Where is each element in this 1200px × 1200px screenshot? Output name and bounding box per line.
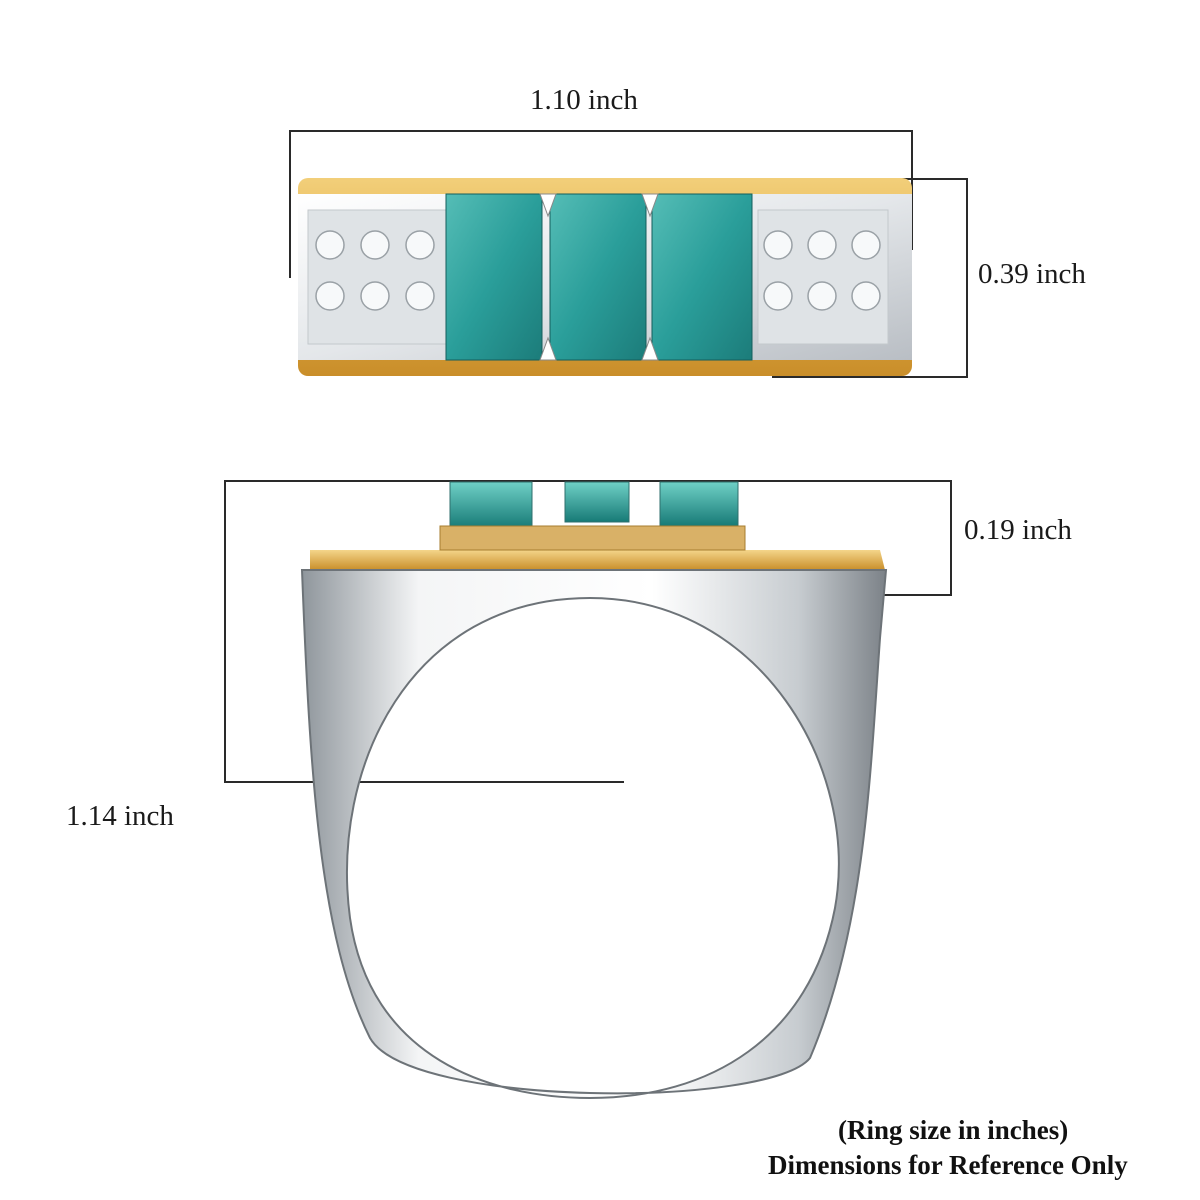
ring-top-view (298, 178, 912, 376)
gem-center (549, 193, 647, 361)
gem-right (651, 193, 753, 361)
side-gem-left (449, 481, 533, 529)
ring-bracket-bottom (224, 781, 624, 783)
side-gem-right (659, 481, 739, 527)
side-height-dimension-label: 0.19 inch (964, 514, 1072, 546)
ring-size-note: (Ring size in inches) (838, 1115, 1069, 1145)
height-bracket-right (966, 178, 968, 378)
side-bracket-bottom (880, 594, 952, 596)
side-bracket-right (950, 480, 952, 596)
pave-panel-left (307, 209, 447, 345)
ring-side-view (300, 481, 888, 1100)
left-pave-stones (315, 230, 435, 311)
ring-shank (300, 569, 888, 1100)
right-pave-stones (763, 230, 881, 311)
side-gold-rail (310, 550, 885, 570)
width-bracket-left (289, 130, 291, 278)
pave-panel-right (757, 209, 889, 345)
gem-left (445, 193, 543, 361)
height-bracket-bottom (772, 376, 968, 378)
top-height-dimension-label: 0.39 inch (978, 258, 1086, 290)
ring-bracket-left-full (224, 480, 226, 782)
side-gem-center (564, 481, 630, 523)
ring-height-dimension-label: 1.14 inch (66, 800, 174, 832)
reference-note: Dimensions for Reference Only (768, 1150, 1128, 1180)
side-setting (439, 525, 746, 551)
prongs (539, 193, 659, 361)
width-bracket-top (289, 130, 913, 132)
width-dimension-label: 1.10 inch (530, 84, 638, 116)
side-bracket-top (224, 480, 952, 482)
